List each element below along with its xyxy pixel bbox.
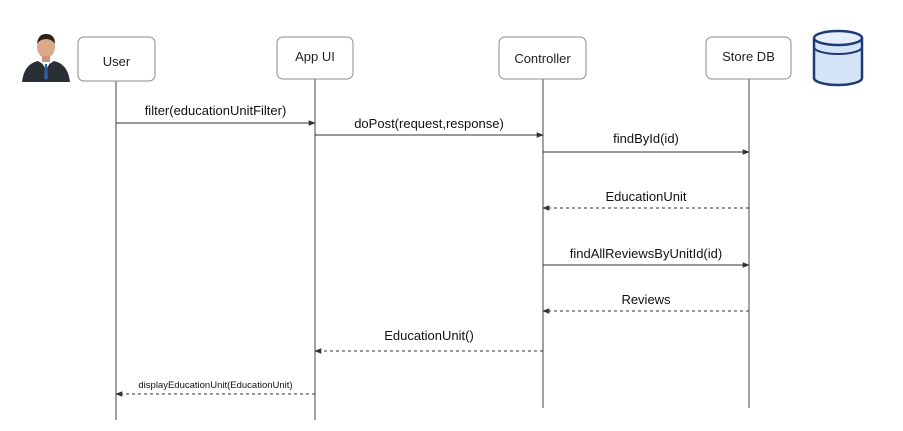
person-in-suit-icon: [22, 34, 70, 82]
database-cylinder-icon: [812, 29, 864, 87]
message-label: Reviews: [621, 292, 671, 307]
participant-label-app-ui: App UI: [295, 49, 335, 64]
message-label: displayEducationUnit(EducationUnit): [138, 380, 292, 391]
participant-box-controller: [498, 36, 587, 80]
message-label: doPost(request,response): [354, 116, 504, 131]
message-label: filter(educationUnitFilter): [145, 103, 287, 118]
participant-box-user: [77, 36, 156, 82]
participant-label-user: User: [103, 54, 131, 69]
messages: filter(educationUnitFilter) doPost(reques…: [115, 103, 750, 397]
message-label: findById(id): [613, 131, 679, 146]
message-label: EducationUnit(): [384, 328, 474, 343]
message-label: EducationUnit: [606, 189, 687, 204]
message-label: findAllReviewsByUnitId(id): [570, 246, 722, 261]
participant-label-store-db: Store DB: [722, 49, 775, 64]
participant-box-store-db: [705, 36, 792, 80]
participants: User App UI Controller Store DB: [77, 36, 792, 82]
participant-box-app-ui: [276, 36, 354, 80]
participant-label-controller: Controller: [514, 51, 571, 66]
